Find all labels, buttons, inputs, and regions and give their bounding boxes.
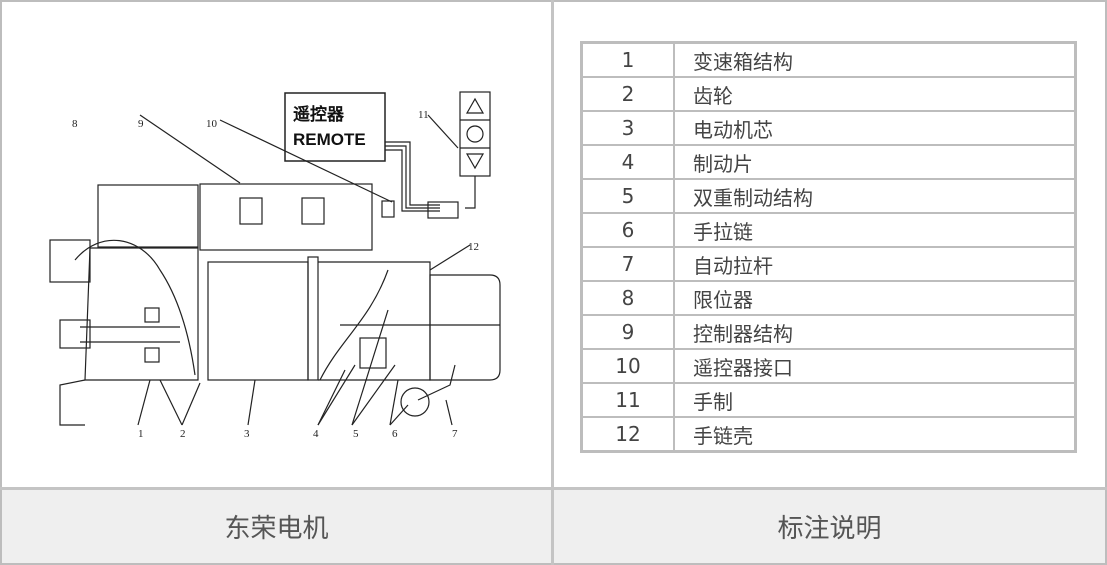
svg-text:6: 6 xyxy=(392,428,398,440)
svg-text:2: 2 xyxy=(180,428,186,440)
caption-legend: 标注说明 xyxy=(554,490,1105,563)
svg-text:11: 11 xyxy=(418,109,429,121)
remote-box xyxy=(284,92,386,162)
svg-text:7: 7 xyxy=(452,428,458,440)
svg-text:5: 5 xyxy=(353,428,359,440)
svg-text:4: 4 xyxy=(313,428,319,440)
svg-text:1: 1 xyxy=(138,428,144,440)
remote-label-en: REMOTE xyxy=(293,130,366,149)
svg-text:8: 8 xyxy=(72,118,78,130)
svg-text:9: 9 xyxy=(138,118,144,130)
motor-structure-diagram: 遥控器 REMOTE 1 2 3 4 5 xyxy=(49,91,501,440)
down-arrow-icon xyxy=(465,153,485,170)
pendant-control xyxy=(427,91,491,219)
stop-icon xyxy=(466,125,484,143)
caption-brand: 东荣电机 xyxy=(2,490,551,563)
svg-text:10: 10 xyxy=(206,118,218,130)
column-divider xyxy=(551,0,554,565)
svg-text:12: 12 xyxy=(468,241,479,253)
remote-label-cn: 遥控器 xyxy=(293,104,345,124)
svg-text:3: 3 xyxy=(244,428,250,440)
row-divider xyxy=(0,487,1107,490)
up-arrow-icon xyxy=(465,97,485,114)
